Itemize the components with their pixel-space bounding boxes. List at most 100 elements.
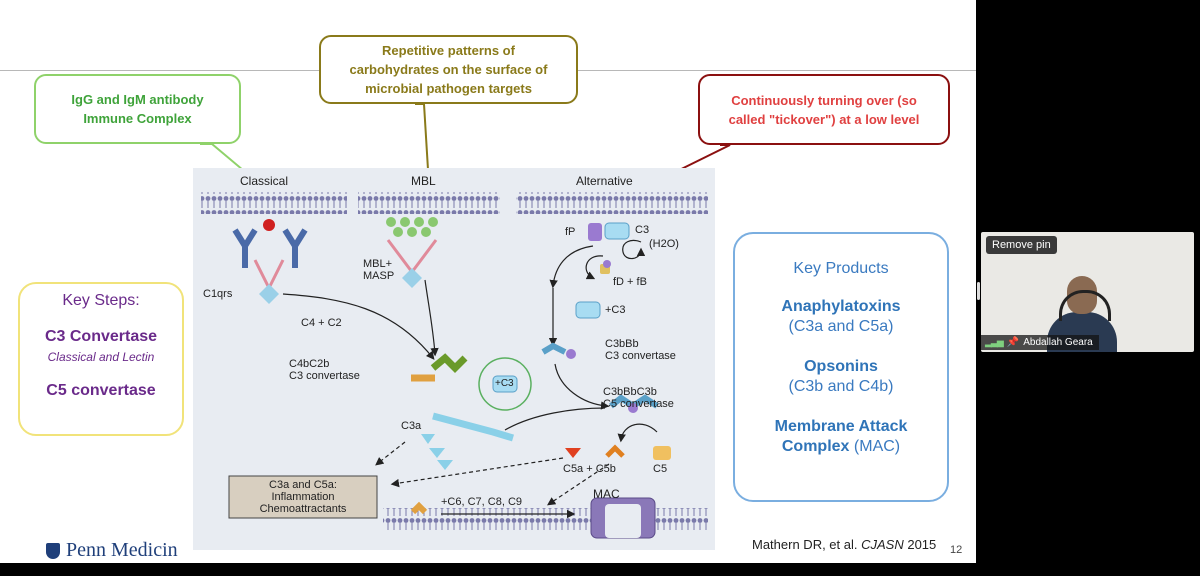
c5b-icon [605,444,625,458]
mac-pore-opening [605,504,641,538]
alternative-callout-text: Continuously turning over (so called "ti… [728,92,920,127]
video-tile[interactable]: Remove pin ▂▃▅ 📌 Abdallah Geara [981,232,1194,352]
citation-year: 2015 [903,537,937,552]
citation: Mathern DR, et al. CJASN 2015 [752,537,936,552]
mac-label-line2: Complex (MAC) [735,438,947,456]
c3-right-icon [575,301,601,319]
tickover-arrow [622,239,646,260]
c6-c9-label: +C6, C7, C8, C9 [441,496,523,508]
c4-c2-label: C4 + C2 [301,317,342,329]
carbohydrate-cluster-icon [386,217,438,237]
key-steps-title: Key Steps: [62,292,140,309]
c5a-c5b-label: C5a + C5b [563,463,616,475]
citation-journal: CJASN [861,537,904,552]
signal-bars-icon: ▂▃▅ [985,337,1004,347]
panel-resize-handle[interactable] [977,282,980,300]
c3-top-label: C3 [635,224,650,236]
c3bbbc3b-label: C3bBbC3b C5 convertase [603,386,674,410]
mac-label-line1: Membrane Attack [774,418,908,435]
c3a-icon-2 [429,448,445,458]
c3a-icon-3 [437,460,453,470]
fd-arrow [585,255,604,280]
c5b-dashed-arrow [547,463,610,506]
mbl-callout: Repetitive patterns of carbohydrates on … [319,35,578,104]
mbl-callout-text: Repetitive patterns of carbohydrates on … [349,43,548,96]
complement-pathway-diagram: Classical MBL Alternative C1qrs MBL+ MAS… [193,168,715,550]
pathway-graphics [201,192,708,539]
antigen-icon [263,219,275,231]
mbl-icon [386,239,438,275]
remove-pin-button[interactable]: Remove pin [986,236,1057,254]
participant-name: Abdallah Geara [1023,337,1093,348]
masp-icon [402,268,422,288]
c3-cycle [478,357,532,411]
opsonins-label: Opsonins [804,358,878,375]
fd-fb-label: fD + fB [613,276,647,288]
c1q-icon [253,259,285,292]
h2o-label: (H2O) [649,238,679,250]
plus-c3-center-label: +C3 [495,378,514,389]
mbl-label: MBL [411,174,436,188]
c3bbbc3b-bb-icon [628,403,638,413]
classical-callout-text: IgG and IgM antibody Immune Complex [71,92,204,126]
logo-text: Penn Medicin [66,539,178,561]
c5-cleave-arrow [617,423,658,443]
c3-convertase-sub: Classical and Lectin [47,350,155,364]
c3bbb-to-c5-arrow [554,363,610,410]
c5a-icon [565,448,581,458]
mbl-masp-label: MBL+ MASP [363,258,395,282]
alternative-label: Alternative [576,174,633,188]
inflammation-box [228,475,378,519]
citation-authors: Mathern DR, et al. [752,537,862,552]
presentation-slide: IgG and IgM antibody Immune Complex Repe… [0,0,976,563]
mac-label: MAC [593,487,620,501]
classical-label: Classical [240,174,289,188]
alternative-membrane [516,192,708,214]
mbl-flow-arrow [424,279,439,357]
lower-membrane [383,508,708,530]
headset-icon [1059,290,1111,321]
c3a-dashed-arrow [375,441,406,466]
c1qrs-label: C1qrs [203,288,233,300]
c4bc2b-label: C4bC2b C3 convertase [289,358,360,382]
c1rs-icon [259,284,279,304]
mbl-pointer [415,103,430,187]
c3b-deposit-line [504,407,606,431]
c5-convertase-label: C5 convertase [46,382,156,399]
inflammation-label: C3a and C5a: Inflammation Chemoattractan… [259,479,347,515]
fd-icon [603,260,611,268]
key-steps-box: Key Steps: C3 Convertase Classical and L… [18,282,184,436]
alternative-callout: Continuously turning over (so called "ti… [698,74,950,145]
anaphylatoxins-sub: (C3a and C5a) [788,318,894,335]
c3-convertase-label: C3 Convertase [44,328,158,345]
c3a-icon-1 [421,434,435,444]
anaphylatoxins-label: Anaphylatoxins [781,298,901,315]
classical-membrane [201,192,347,214]
bb-icon [566,349,576,359]
fp-label: fP [565,226,576,238]
key-products-box: Key Products Anaphylatoxins (C3a and C5a… [733,232,949,502]
c3bbb-icon [541,342,567,355]
mbl-membrane [358,192,500,214]
antibody-icon-right [282,228,308,268]
opsonins-sub: (C3b and C4b) [788,378,894,395]
c5b-membrane-icon [410,501,428,515]
mac-label-abbr: (MAC) [853,438,901,455]
plus-c3-right-label: +C3 [605,304,626,316]
penn-medicine-logo: Penn Medicin [46,539,178,562]
c5-label: C5 [653,463,668,475]
c5a-dashed-arrow [390,457,564,488]
c5-icon [653,446,671,460]
penn-shield-icon [46,542,60,559]
c3b-fragments-icon [432,412,515,442]
c3-icon [604,222,630,240]
alt-arrow-1 [549,245,594,289]
fp-icon [588,223,602,241]
c3-center-icon [492,375,518,393]
key-products-title: Key Products [793,260,889,277]
classical-flow-arrow [282,293,435,360]
participant-nameplate: ▂▃▅ 📌 Abdallah Geara [981,335,1099,350]
c3a-label: C3a [401,420,422,432]
pin-icon: 📌 [1006,337,1020,348]
classical-callout: IgG and IgM antibody Immune Complex [34,74,241,144]
